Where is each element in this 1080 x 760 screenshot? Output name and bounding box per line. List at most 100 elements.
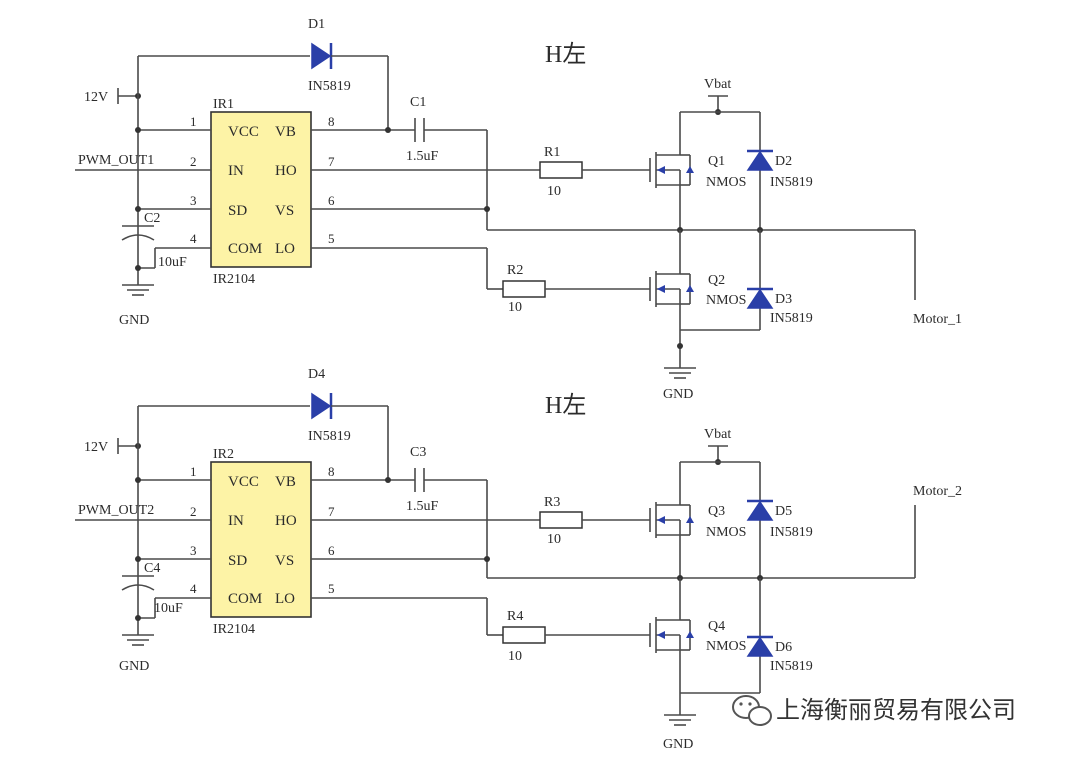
pin-num-1: 1 <box>190 114 197 129</box>
boot-diode <box>311 392 333 420</box>
flyback-diode-high <box>746 499 774 578</box>
d-low-ref: D6 <box>775 640 792 655</box>
ic-part: IR2104 <box>213 272 255 287</box>
pin-vs: VS <box>275 203 294 219</box>
pin-num-8: 8 <box>328 114 335 129</box>
pin-num-6: 6 <box>328 543 335 558</box>
pin-vb: VB <box>275 474 296 490</box>
pin-num-3: 3 <box>190 193 197 208</box>
pin-num-8: 8 <box>328 464 335 479</box>
boot-cap-value: 1.5uF <box>406 499 439 514</box>
gnd-right-label: GND <box>663 737 693 752</box>
driver-ic <box>210 461 312 618</box>
pin-num-5: 5 <box>328 581 335 596</box>
d-high-part: IN5819 <box>770 525 813 540</box>
decoupling-capacitor <box>121 225 155 241</box>
d-high-part: IN5819 <box>770 175 813 190</box>
pin-vb: VB <box>275 124 296 140</box>
boot-cap-ref: C1 <box>410 95 426 110</box>
driver-ic <box>210 111 312 268</box>
gnd-right-label: GND <box>663 387 693 402</box>
decap-value: 10uF <box>154 601 183 616</box>
ic-ref: IR1 <box>213 97 234 112</box>
boot-diode-part: IN5819 <box>308 429 351 444</box>
pin-vcc: VCC <box>228 474 259 490</box>
flyback-diode-low <box>746 578 774 693</box>
circuit-top: 12V D1 IN5819 IR1 IR2104 VCC IN SD COM V… <box>75 17 962 402</box>
pin-num-2: 2 <box>190 504 197 519</box>
bootstrap-capacitor <box>414 468 425 492</box>
q-low-type: NMOS <box>706 293 746 308</box>
r-high-value: 10 <box>547 532 561 547</box>
decap-ref: C4 <box>144 561 160 576</box>
decap-value: 10uF <box>158 255 187 270</box>
pin-num-1: 1 <box>190 464 197 479</box>
pin-num-3: 3 <box>190 543 197 558</box>
pin-num-7: 7 <box>328 154 335 169</box>
ground-symbol-left <box>122 284 154 296</box>
d-low-part: IN5819 <box>770 311 813 326</box>
pin-num-2: 2 <box>190 154 197 169</box>
r-low-ref: R4 <box>507 609 523 624</box>
boot-diode-ref: D4 <box>308 367 325 382</box>
r-high-ref: R1 <box>544 145 560 160</box>
boot-diode-ref: D1 <box>308 17 325 32</box>
vbat-label: Vbat <box>704 77 731 92</box>
r-low-ref: R2 <box>507 263 523 278</box>
pin-num-6: 6 <box>328 193 335 208</box>
title-bottom: H左 <box>545 392 586 419</box>
pin-lo: LO <box>275 591 295 607</box>
circuit-bottom: 12V D4 IN5819 IR2 IR2104 VCC IN SD COM V… <box>75 367 962 752</box>
mosfet-q-low <box>649 271 694 330</box>
motor-label: Motor_2 <box>913 484 962 499</box>
vbat-label: Vbat <box>704 427 731 442</box>
pin-com: COM <box>228 241 262 257</box>
pin-num-4: 4 <box>190 581 197 596</box>
mosfet-q-high <box>649 150 694 230</box>
pin-ho: HO <box>275 513 297 529</box>
boot-cap-value: 1.5uF <box>406 149 439 164</box>
watermark-text: 上海衡丽贸易有限公司 <box>776 696 1016 724</box>
pin-in: IN <box>228 513 244 529</box>
r-low-value: 10 <box>508 300 522 315</box>
pin-ho: HO <box>275 163 297 179</box>
bootstrap-capacitor <box>414 118 425 142</box>
r-high-ref: R3 <box>544 495 560 510</box>
boot-cap-ref: C3 <box>410 445 426 460</box>
pin-lo: LO <box>275 241 295 257</box>
pin-sd: SD <box>228 553 247 569</box>
r-low-value: 10 <box>508 649 522 664</box>
d-high-ref: D5 <box>775 504 792 519</box>
boot-diode-part: IN5819 <box>308 79 351 94</box>
gnd-left-label: GND <box>119 313 149 328</box>
decap-ref: C2 <box>144 211 160 226</box>
motor-label: Motor_1 <box>913 312 962 327</box>
q-high-type: NMOS <box>706 175 746 190</box>
q-high-ref: Q1 <box>708 154 725 169</box>
ground-symbol-right <box>664 367 696 379</box>
wechat-icon <box>732 695 772 726</box>
flyback-diode-low <box>746 230 774 330</box>
r-high-value: 10 <box>547 184 561 199</box>
d-high-ref: D2 <box>775 154 792 169</box>
flyback-diode-high <box>746 149 774 230</box>
mosfet-q-low <box>649 617 694 693</box>
ic-ref: IR2 <box>213 447 234 462</box>
gnd-left-label: GND <box>119 659 149 674</box>
q-high-ref: Q3 <box>708 504 725 519</box>
pin-num-4: 4 <box>190 231 197 246</box>
pin-com: COM <box>228 591 262 607</box>
d-low-ref: D3 <box>775 292 792 307</box>
ground-symbol-right <box>664 714 696 726</box>
pwm-label: PWM_OUT1 <box>78 153 154 168</box>
mosfet-q-high <box>649 500 694 578</box>
ic-part: IR2104 <box>213 622 255 637</box>
q-low-type: NMOS <box>706 639 746 654</box>
pin-sd: SD <box>228 203 247 219</box>
gate-resistor-low <box>502 280 546 298</box>
pin-vs: VS <box>275 553 294 569</box>
pin-in: IN <box>228 163 244 179</box>
supply-label: 12V <box>84 440 108 455</box>
boot-diode <box>311 42 333 70</box>
pin-vcc: VCC <box>228 124 259 140</box>
